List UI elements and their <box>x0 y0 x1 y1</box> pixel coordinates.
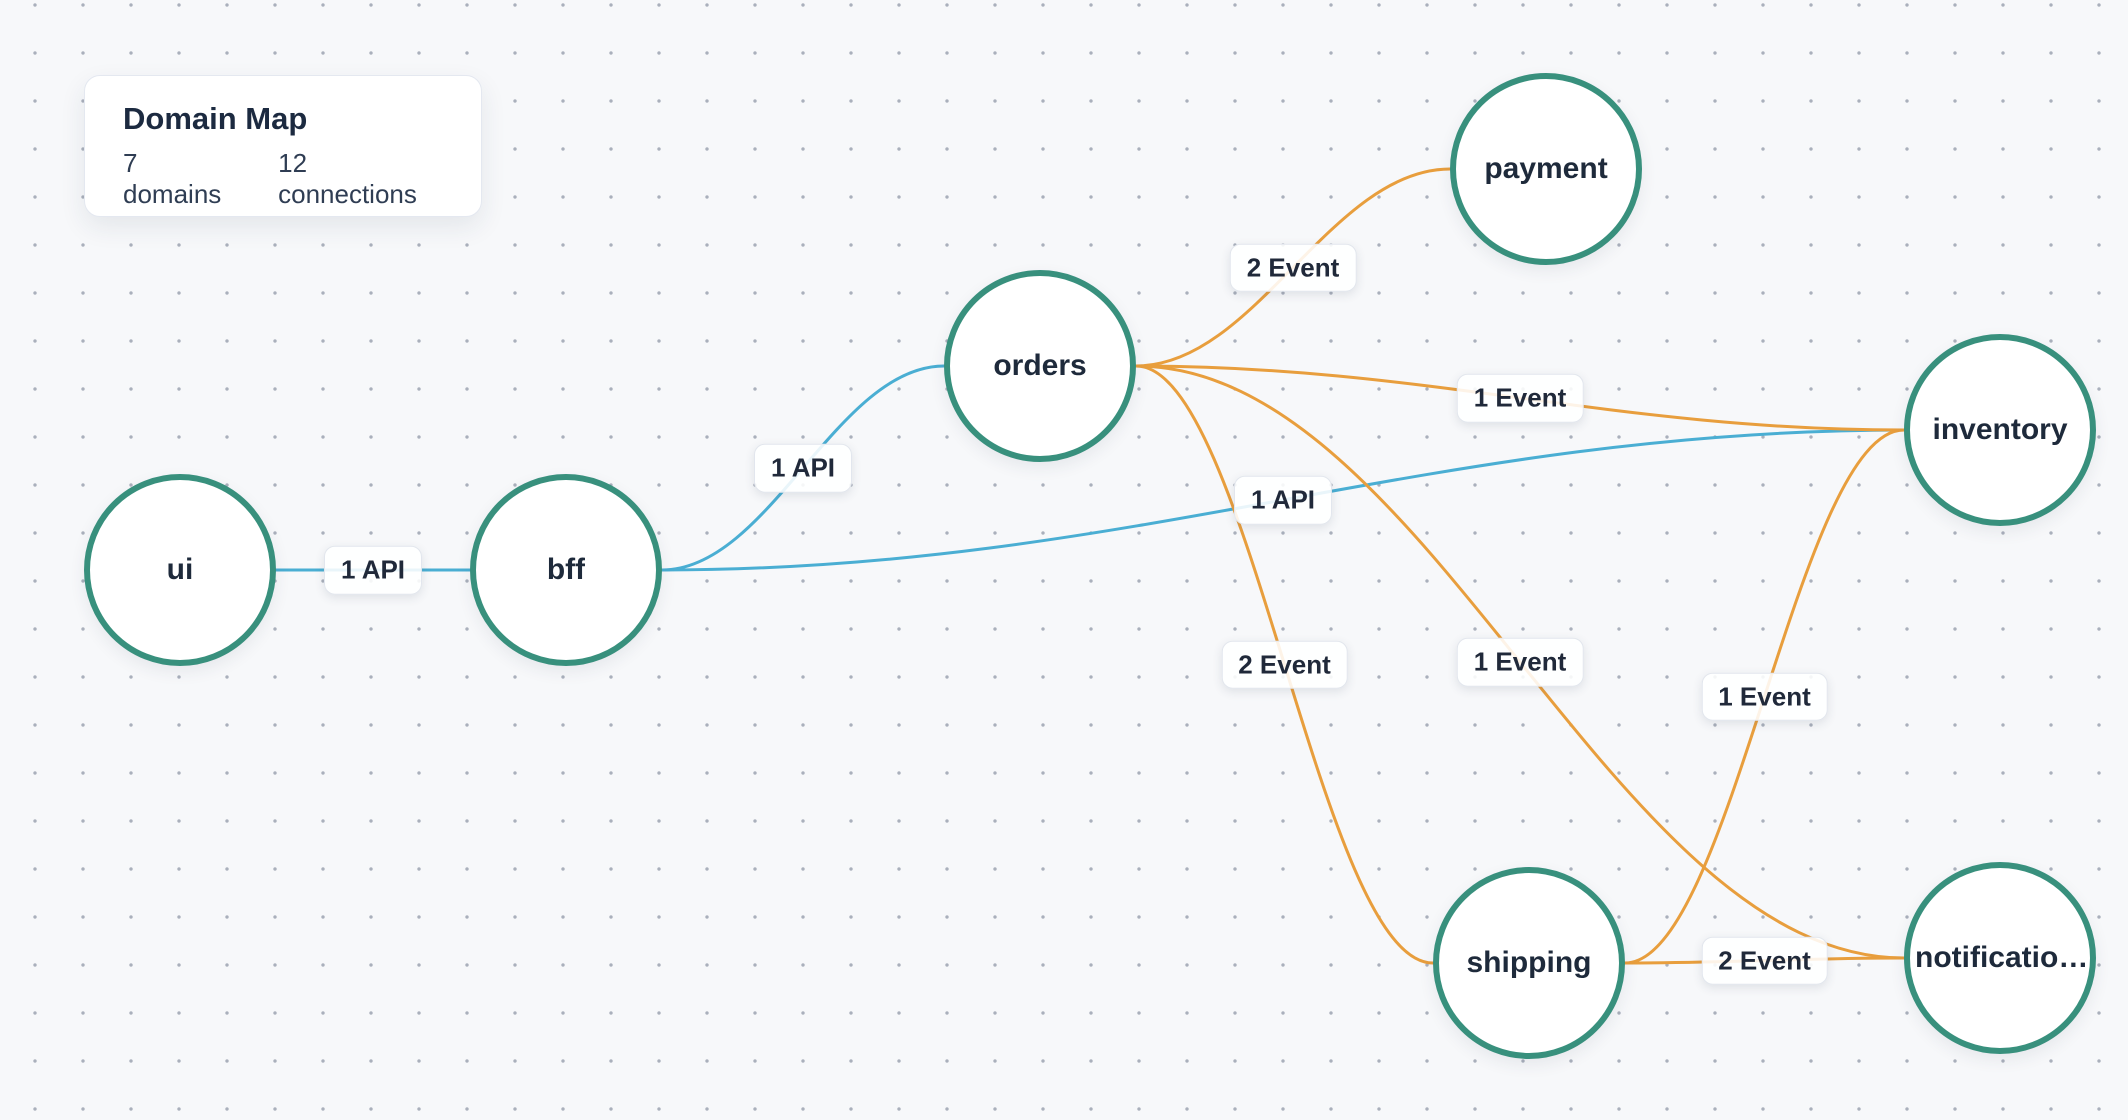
map-title: Domain Map <box>123 101 308 136</box>
node-bff[interactable]: bff <box>470 474 662 666</box>
node-shipping[interactable]: shipping <box>1433 867 1625 1059</box>
node-notifications[interactable]: notificatio… <box>1904 862 2096 1054</box>
edge-label-bff-inventory[interactable]: 1 API <box>1233 475 1333 525</box>
node-label: inventory <box>1932 413 2068 446</box>
domains-count: 7 domains <box>123 147 222 209</box>
node-label: orders <box>993 349 1087 382</box>
edge-label-orders-notifications[interactable]: 1 Event <box>1456 637 1584 687</box>
edge-label-orders-payment[interactable]: 2 Event <box>1229 243 1357 292</box>
node-orders[interactable]: orders <box>944 270 1136 462</box>
node-label: payment <box>1484 152 1608 185</box>
node-label: ui <box>166 553 194 586</box>
node-label: shipping <box>1466 946 1592 979</box>
connections-count: 12 connections <box>278 147 417 209</box>
node-label: bff <box>546 553 586 586</box>
edge-label-orders-inventory[interactable]: 1 Event <box>1456 373 1584 423</box>
edge-label-shipping-inventory[interactable]: 1 Event <box>1701 672 1828 721</box>
edge-label-ui-bff[interactable]: 1 API <box>323 545 423 595</box>
node-inventory[interactable]: inventory <box>1904 334 2096 526</box>
map-stats: 7 domains 12 connections <box>123 148 443 210</box>
edge-label-orders-shipping[interactable]: 2 Event <box>1221 640 1348 689</box>
node-payment[interactable]: payment <box>1450 73 1642 265</box>
node-label: notificatio… <box>1915 941 2085 974</box>
domain-map-info-card: Domain Map 7 domains 12 connections <box>84 75 482 217</box>
edge-label-bff-orders[interactable]: 1 API <box>753 443 853 493</box>
edge-label-shipping-notifications[interactable]: 2 Event <box>1701 936 1828 985</box>
node-ui[interactable]: ui <box>84 474 276 666</box>
